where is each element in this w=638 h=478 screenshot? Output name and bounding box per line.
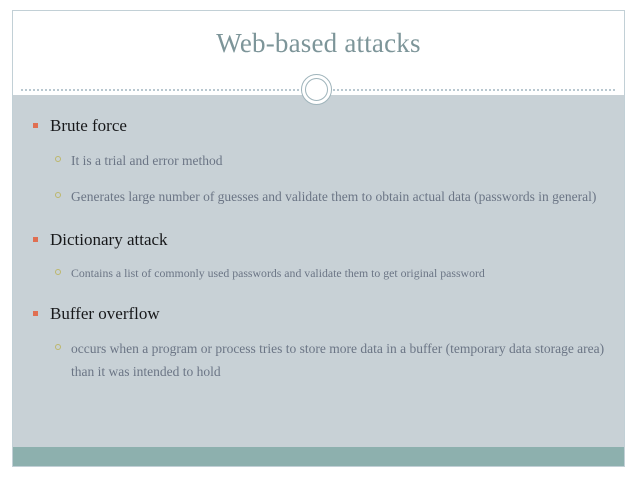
bullet-text: Buffer overflow bbox=[50, 303, 160, 323]
bullet-text: occurs when a program or process tries t… bbox=[71, 341, 605, 380]
slide-body-panel: Brute force It is a trial and error metho… bbox=[13, 95, 624, 447]
presentation-slide: Web-based attacks Brute force It is a tri… bbox=[12, 10, 625, 467]
bullet-text: It is a trial and error method bbox=[71, 153, 223, 169]
bullet-item-level2: Generates large number of guesses and va… bbox=[13, 185, 624, 208]
square-bullet-icon bbox=[33, 310, 38, 316]
hollow-circle-bullet-icon bbox=[55, 344, 61, 351]
hollow-circle-bullet-icon bbox=[55, 192, 61, 199]
page-title: Web-based attacks bbox=[216, 28, 421, 58]
footer-accent-bar bbox=[13, 447, 624, 466]
square-bullet-icon bbox=[33, 123, 38, 128]
bullet-item-level2: occurs when a program or process tries t… bbox=[13, 337, 624, 383]
hollow-circle-bullet-icon bbox=[55, 156, 61, 163]
bullet-item-level2: Contains a list of commonly used passwor… bbox=[13, 264, 624, 283]
bullet-text: Dictionary attack bbox=[50, 229, 168, 249]
bullet-item-level1: Brute force bbox=[13, 115, 624, 136]
bullet-item-level2: It is a trial and error method bbox=[13, 149, 624, 172]
hollow-circle-bullet-icon bbox=[55, 268, 61, 275]
bullet-item-level1: Dictionary attack bbox=[13, 229, 624, 250]
square-bullet-icon bbox=[33, 236, 38, 242]
bullet-text: Brute force bbox=[50, 116, 127, 135]
bullet-text: Generates large number of guesses and va… bbox=[71, 189, 597, 205]
bullet-item-level1: Buffer overflow bbox=[13, 303, 624, 324]
bullet-text: Contains a list of commonly used passwor… bbox=[71, 265, 485, 280]
circle-outline-ornament-icon bbox=[301, 74, 332, 105]
bullet-list: Brute force It is a trial and error metho… bbox=[13, 95, 624, 384]
